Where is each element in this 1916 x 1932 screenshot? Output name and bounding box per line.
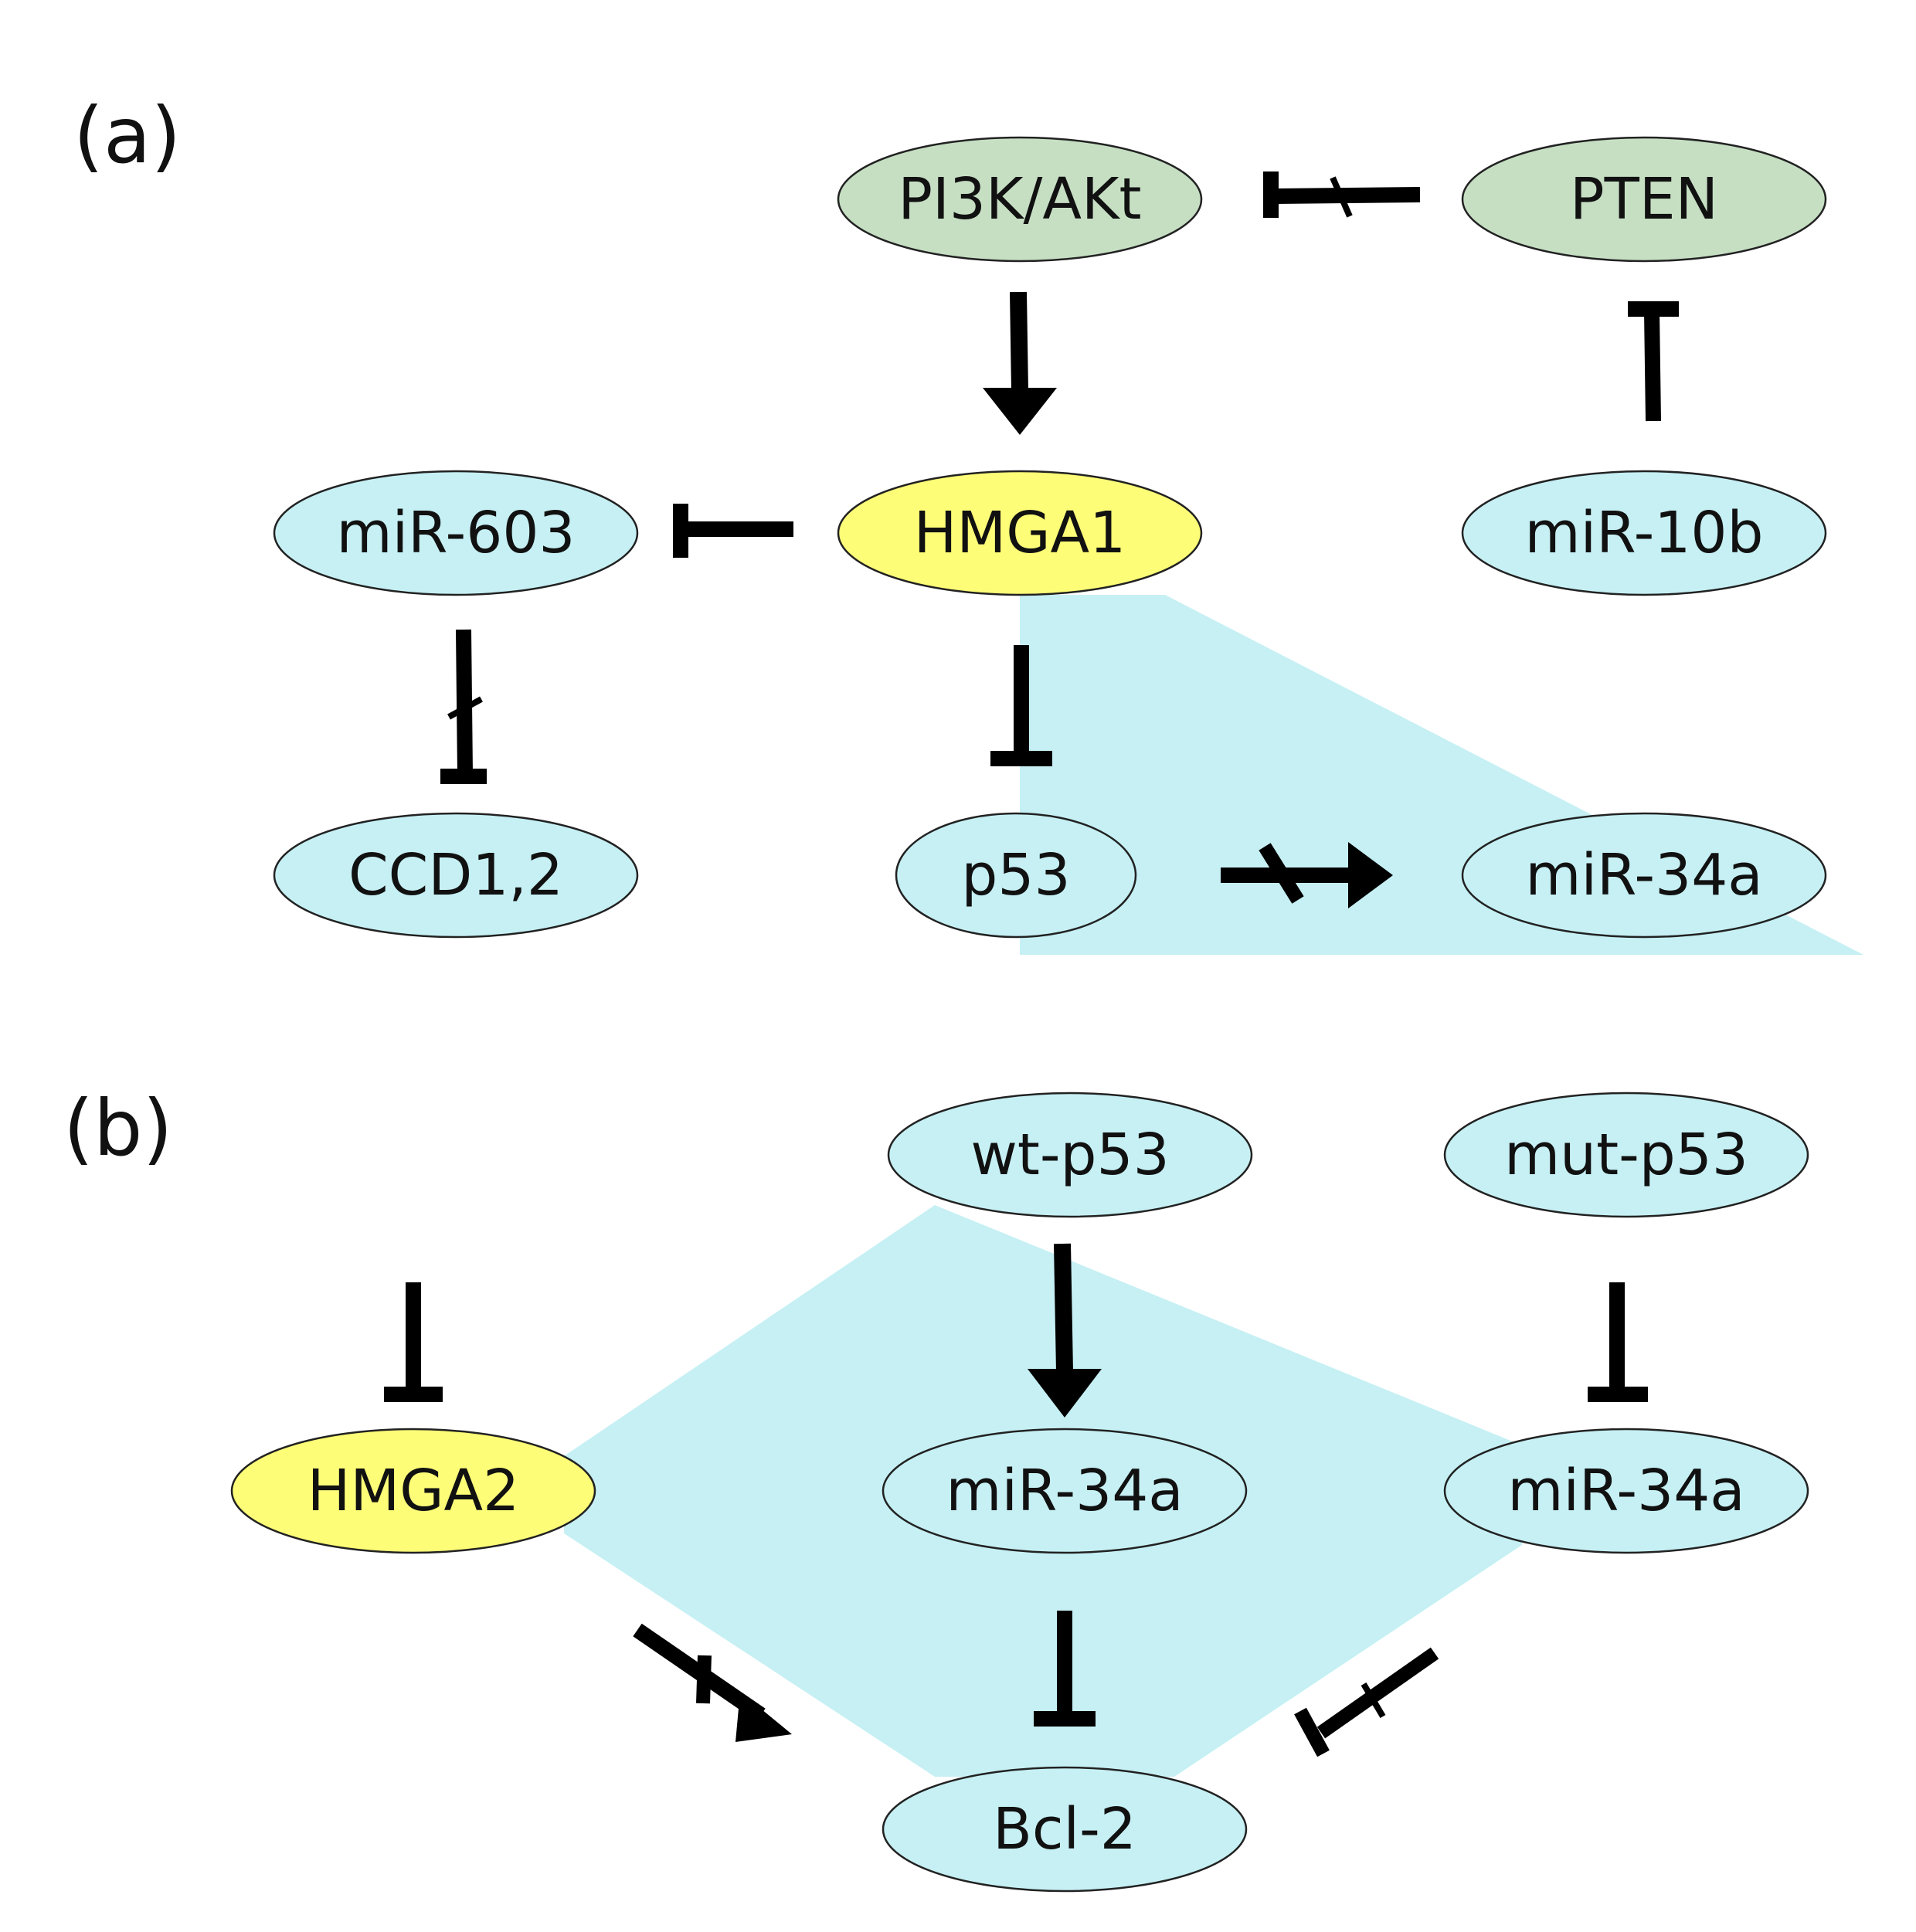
edge-mir603-inhibits-ccd bbox=[440, 629, 487, 784]
node-mut-p53-label: mut-p53 bbox=[1504, 1122, 1748, 1188]
node-mir-10b: miR-10b bbox=[1461, 470, 1827, 596]
node-mir-34a-right-label: miR-34a bbox=[1507, 1458, 1744, 1524]
node-ccd1-2-label: CCD1,2 bbox=[348, 842, 563, 908]
node-ccd1-2: CCD1,2 bbox=[273, 812, 639, 939]
edge-hmga2-activates-bcl2 bbox=[633, 1623, 792, 1742]
edge-mir10b-inhibits-pten bbox=[1628, 301, 1679, 422]
node-mir-34a-right: miR-34a bbox=[1443, 1428, 1809, 1554]
edge-mutp53-inhibits-mir34a bbox=[1588, 1282, 1648, 1402]
panel-a: (a) PI3K/AKt PTEN HMGA1 miR-603 miR-10b … bbox=[73, 90, 1863, 955]
edge-mir34a-inhibits-bcl2 bbox=[1034, 1611, 1096, 1727]
edge-mir34a-right-inhibits-bcl2 bbox=[1294, 1647, 1439, 1757]
panel-b-label: (b) bbox=[63, 1083, 173, 1173]
node-p53: p53 bbox=[895, 812, 1137, 939]
node-pten: PTEN bbox=[1461, 136, 1827, 263]
node-wt-p53-label: wt-p53 bbox=[970, 1122, 1169, 1188]
edge-hmga1-inhibits-p53 bbox=[990, 645, 1052, 766]
node-mir-34a-a-label: miR-34a bbox=[1525, 842, 1762, 908]
panel-a-label: (a) bbox=[73, 90, 181, 181]
edge-p53-activates-mir34a bbox=[1221, 842, 1393, 908]
node-hmga2-label: HMGA2 bbox=[307, 1458, 520, 1524]
edge-pten-inhibits-pi3k bbox=[1263, 171, 1421, 218]
node-hmga2: HMGA2 bbox=[230, 1428, 596, 1554]
node-mir-34a-a: miR-34a bbox=[1461, 812, 1827, 939]
node-bcl-2-label: Bcl-2 bbox=[993, 1796, 1136, 1862]
edge-inhibits-hmga2 bbox=[384, 1282, 443, 1402]
node-mir-603-label: miR-603 bbox=[336, 500, 575, 566]
edge-pi3k-activates-hmga1 bbox=[983, 291, 1057, 435]
node-pi3k-akt: PI3K/AKt bbox=[837, 136, 1203, 263]
node-mir-34a-center-label: miR-34a bbox=[946, 1458, 1183, 1524]
node-hmga1-label: HMGA1 bbox=[914, 500, 1126, 566]
node-mir-34a-center: miR-34a bbox=[882, 1428, 1248, 1554]
node-hmga1: HMGA1 bbox=[837, 470, 1203, 596]
node-pten-label: PTEN bbox=[1570, 166, 1718, 233]
node-pi3k-akt-label: PI3K/AKt bbox=[898, 166, 1141, 233]
node-mut-p53: mut-p53 bbox=[1443, 1092, 1809, 1218]
node-mir-603: miR-603 bbox=[273, 470, 639, 596]
panel-b: (b) wt-p53 mut-p53 HMGA2 miR-34a miR-34a… bbox=[63, 1083, 1809, 1893]
node-wt-p53: wt-p53 bbox=[887, 1092, 1253, 1218]
node-bcl-2: Bcl-2 bbox=[882, 1766, 1248, 1893]
edge-hmga1-inhibits-mir603 bbox=[673, 504, 793, 558]
node-mir-10b-label: miR-10b bbox=[1525, 500, 1764, 566]
edge-wtp53-activates-mir34a bbox=[1028, 1243, 1102, 1418]
node-p53-label: p53 bbox=[961, 842, 1070, 908]
